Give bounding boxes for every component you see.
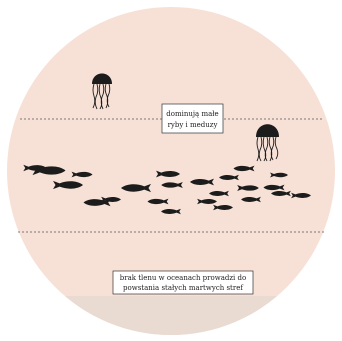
bottom-label-line1: brak tlenu w oceanach prowadzi do: [120, 274, 246, 282]
top-label-line1: dominują małe: [166, 110, 218, 118]
top-label: dominują małe ryby i meduzy: [162, 104, 223, 133]
bottom-label: brak tlenu w oceanach prowadzi do powsta…: [113, 271, 253, 294]
top-label-line2: ryby i meduzy: [168, 121, 218, 129]
seabed-band: [0, 296, 342, 341]
bottom-label-line2: powstania stałych martwych stref: [123, 284, 244, 292]
